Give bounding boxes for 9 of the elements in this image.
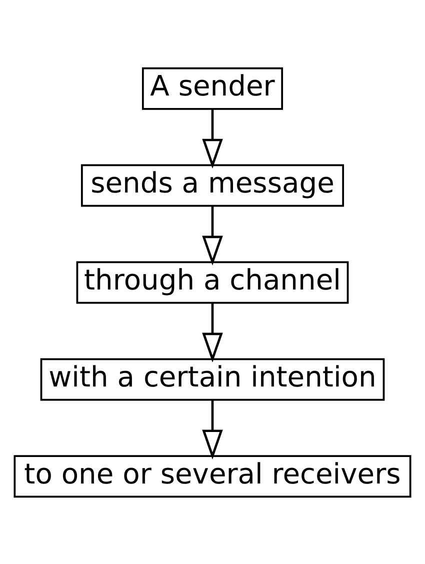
node-box: with a certain intention: [40, 358, 385, 400]
node-box: sends a message: [80, 164, 344, 206]
arrow: [202, 108, 223, 168]
arrow: [202, 206, 223, 266]
arrow: [202, 302, 223, 362]
arrow: [202, 400, 223, 459]
node-box: through a channel: [76, 260, 349, 304]
node-box: to one or several receivers: [14, 454, 412, 498]
node-box: A sender: [142, 66, 284, 110]
